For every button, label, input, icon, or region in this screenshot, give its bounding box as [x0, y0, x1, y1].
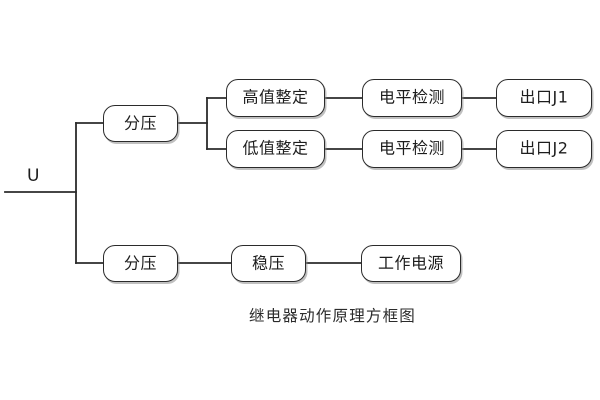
- node-label-divider-bottom: 分压: [123, 253, 157, 272]
- node-label-level-detect-1: 电平检测: [378, 87, 445, 107]
- node-divider-bottom[interactable]: 分压: [103, 245, 178, 282]
- node-output-j2[interactable]: 出口J2: [496, 130, 592, 168]
- node-label-divider-top: 分压: [123, 113, 157, 132]
- node-label-output-j1: 出口J1: [519, 87, 569, 107]
- node-label-output-j2: 出口J2: [519, 138, 569, 158]
- node-label-regulator: 稳压: [251, 253, 285, 272]
- source-voltage-label: U: [27, 166, 40, 186]
- node-work-supply[interactable]: 工作电源: [361, 245, 461, 282]
- node-level-detect-1[interactable]: 电平检测: [362, 79, 462, 117]
- node-label-high-set: 高值整定: [242, 87, 309, 107]
- node-label-work-supply: 工作电源: [377, 253, 444, 272]
- node-output-j1[interactable]: 出口J1: [496, 79, 592, 117]
- node-high-set[interactable]: 高值整定: [226, 79, 325, 117]
- node-label-low-set: 低值整定: [242, 138, 309, 158]
- node-label-level-detect-2: 电平检测: [378, 138, 445, 158]
- node-divider-top[interactable]: 分压: [103, 105, 178, 142]
- node-regulator[interactable]: 稳压: [231, 245, 306, 282]
- node-level-detect-2[interactable]: 电平检测: [362, 130, 462, 168]
- diagram-caption: 继电器动作原理方框图: [249, 307, 417, 325]
- node-low-set[interactable]: 低值整定: [226, 130, 325, 168]
